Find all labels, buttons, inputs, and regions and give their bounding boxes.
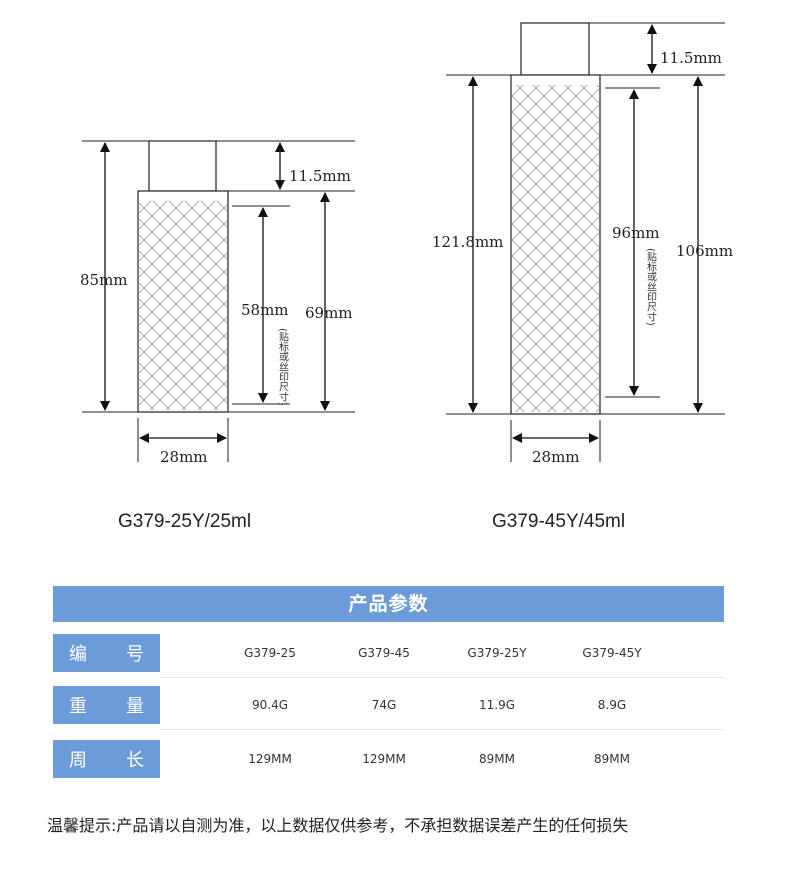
table-cell: 74G <box>371 698 397 712</box>
table-cell: G379-25 <box>244 646 296 660</box>
row-label-char: 周 <box>69 750 87 771</box>
table-cell: 90.4G <box>251 698 289 712</box>
row-divider <box>160 729 724 730</box>
right-total-height-label: 121.8mm <box>432 233 503 251</box>
left-body-height-label: 69mm <box>305 304 353 322</box>
table-cell: 129MM <box>248 752 292 766</box>
table-row-model: 编 号 G379-25 G379-45 G379-25Y G379-45Y <box>53 634 724 678</box>
left-width-label: 28mm <box>160 448 208 466</box>
table-cell: 89MM <box>479 752 515 766</box>
dimension-diagram-svg: 85mm 11.5mm 58mm 69mm 28mm (贴标或丝印尺寸) <box>80 22 733 466</box>
table-cell: 11.9G <box>478 698 516 712</box>
row-label: 周 长 <box>53 740 160 778</box>
row-label-char: 量 <box>126 696 144 717</box>
right-width-label: 28mm <box>532 448 580 466</box>
right-mesh <box>512 85 599 412</box>
right-label-note: (贴标或丝印尺寸) <box>645 248 657 326</box>
row-label-char: 号 <box>126 644 144 665</box>
table-row-perimeter: 周 长 129MM 129MM 89MM 89MM <box>53 740 724 780</box>
left-mesh <box>139 201 227 410</box>
dimension-diagram: 85mm 11.5mm 58mm 69mm 28mm (贴标或丝印尺寸) <box>80 22 733 466</box>
row-label: 编 号 <box>53 634 160 672</box>
table-cell: G379-25Y <box>467 646 527 660</box>
left-label-note: (贴标或丝印尺寸) <box>277 328 289 406</box>
table-row-weight: 重 量 90.4G 74G 11.9G 8.9G <box>53 686 724 730</box>
right-model-name: G379-45Y/45ml <box>492 511 626 532</box>
row-divider <box>160 677 724 678</box>
row-label: 重 量 <box>53 686 160 724</box>
right-body-height-label: 106mm <box>676 242 733 260</box>
disclaimer-note: 温馨提示:产品请以自测为准，以上数据仅供参考，不承担数据误差产生的任何损失 <box>47 816 629 835</box>
right-cap-height-label: 11.5mm <box>660 49 722 67</box>
right-label-height-label: 96mm <box>612 224 660 242</box>
table-cell: 89MM <box>594 752 630 766</box>
right-bottle: 121.8mm 11.5mm 96mm 106mm 28mm (贴标或丝印尺寸) <box>432 22 733 466</box>
right-cap <box>520 22 590 76</box>
left-label-height-label: 58mm <box>241 301 289 319</box>
left-bottle: 85mm 11.5mm 58mm 69mm 28mm (贴标或丝印尺寸) <box>80 140 355 466</box>
left-cap-height-label: 11.5mm <box>289 167 351 185</box>
table-cell: G379-45 <box>358 646 410 660</box>
row-label-char: 长 <box>126 750 144 771</box>
row-label-char: 编 <box>69 644 87 665</box>
table-cell: G379-45Y <box>582 646 642 660</box>
left-model-name: G379-25Y/25ml <box>118 511 252 532</box>
table-cell: 129MM <box>362 752 406 766</box>
left-cap <box>148 140 217 192</box>
table-cell: 8.9G <box>597 698 627 712</box>
row-label-char: 重 <box>69 696 87 717</box>
params-table-title: 产品参数 <box>53 586 724 622</box>
left-total-height-label: 85mm <box>80 271 128 289</box>
